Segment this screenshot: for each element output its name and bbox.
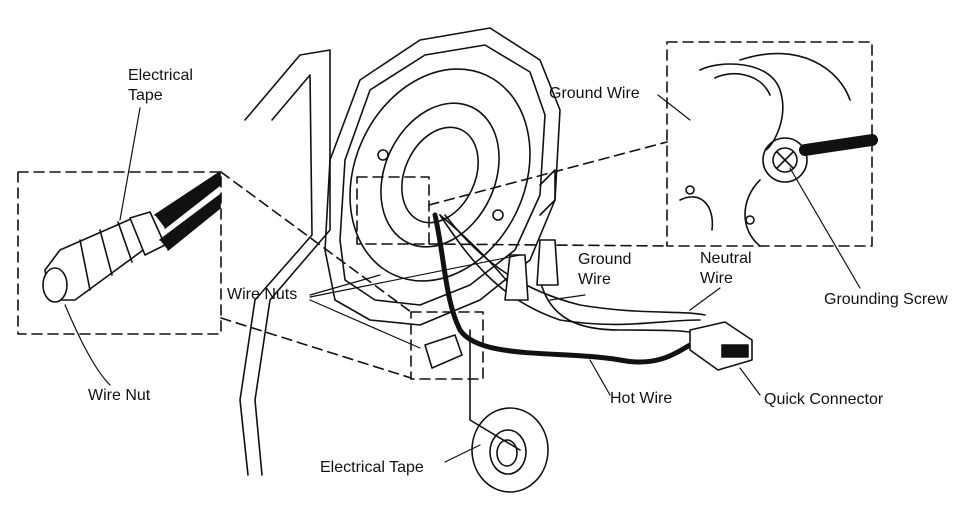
label-wire-nut: Wire Nut xyxy=(88,387,151,404)
label-quick-connector: Quick Connector xyxy=(764,391,884,408)
wires xyxy=(432,212,706,365)
label-wire-nuts: Wire Nuts xyxy=(227,286,298,303)
wire-nuts xyxy=(424,239,559,369)
grounding-screw-inset xyxy=(679,52,878,247)
label-line: Wire xyxy=(578,271,611,288)
label-line: Wire xyxy=(700,270,733,287)
label-hot-wire: Hot Wire xyxy=(610,390,673,407)
leader-lines xyxy=(64,94,861,463)
label-line: Ground xyxy=(578,251,632,268)
label-line: Electrical xyxy=(128,67,193,84)
label-line: Neutral xyxy=(700,250,752,267)
label-electrical-tape-roll: Electrical Tape xyxy=(320,459,424,476)
wall-outline xyxy=(239,49,331,476)
quick-connector xyxy=(689,321,753,371)
wire-nut-inset xyxy=(42,171,221,303)
label-line: Tape xyxy=(128,87,163,104)
tape-roll xyxy=(469,329,549,493)
label-grounding-screw: Grounding Screw xyxy=(824,291,948,308)
label-ground-wire-inset: Ground Wire xyxy=(549,85,640,102)
